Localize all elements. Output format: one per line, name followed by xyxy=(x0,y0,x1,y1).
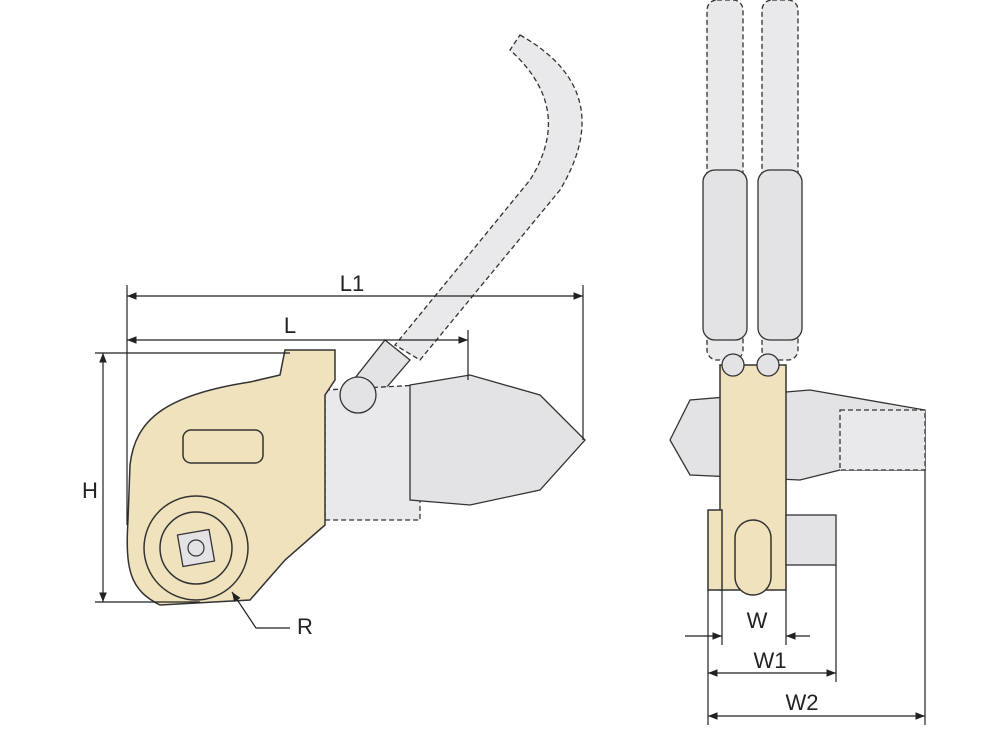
body-slot xyxy=(182,429,264,464)
cylinder-nose xyxy=(409,374,586,506)
dimension-R: R xyxy=(231,591,313,639)
hose-sleeve-right xyxy=(757,169,803,341)
roller xyxy=(734,519,772,596)
swivel-fitting xyxy=(339,376,377,414)
dimension-W1: W1 xyxy=(707,565,837,725)
label-W: W xyxy=(747,608,768,633)
dimension-L1: L1 xyxy=(126,271,584,525)
square-drive xyxy=(176,528,216,568)
dimension-W: W xyxy=(685,590,810,645)
label-L: L xyxy=(284,313,296,338)
label-W1: W1 xyxy=(754,648,787,673)
front-view xyxy=(669,0,926,596)
dimension-W2: W2 xyxy=(708,470,926,725)
coupler-left xyxy=(721,353,745,377)
hose-side xyxy=(394,34,583,361)
dimension-H: H xyxy=(82,352,290,603)
square-drive-front xyxy=(785,514,837,566)
coupler-right xyxy=(756,353,780,377)
label-W2: W2 xyxy=(786,690,819,715)
dimension-L: L xyxy=(127,313,469,380)
drive-center xyxy=(187,539,205,557)
drive-flange xyxy=(707,509,723,591)
label-L1: L1 xyxy=(340,271,364,296)
label-H: H xyxy=(82,478,98,503)
side-view xyxy=(126,34,586,606)
label-R: R xyxy=(297,614,313,639)
hose-sleeve-left xyxy=(702,169,748,341)
reaction-arm xyxy=(839,409,926,471)
